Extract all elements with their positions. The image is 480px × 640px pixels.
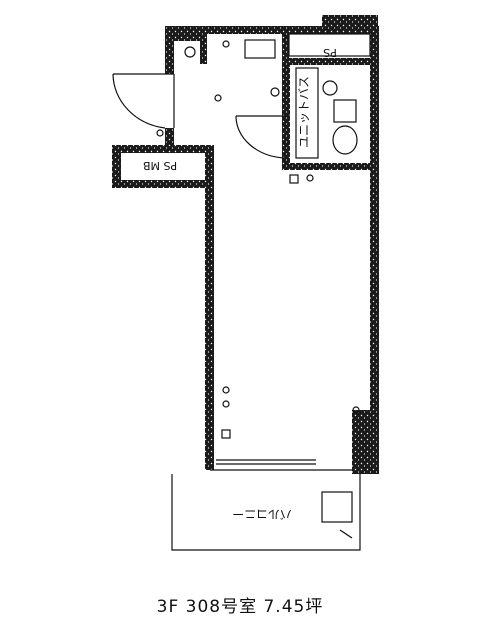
unit-caption: 3F 308号室 7.45坪 xyxy=(156,597,324,617)
thin-lines xyxy=(112,33,371,551)
balcony-label: バルコニー xyxy=(232,507,292,521)
ps-top-label: PS xyxy=(323,46,337,59)
ps-mb-label: PS MB xyxy=(143,159,177,172)
walls xyxy=(112,15,379,474)
unit-bath-label: ユニットバス xyxy=(297,76,311,148)
